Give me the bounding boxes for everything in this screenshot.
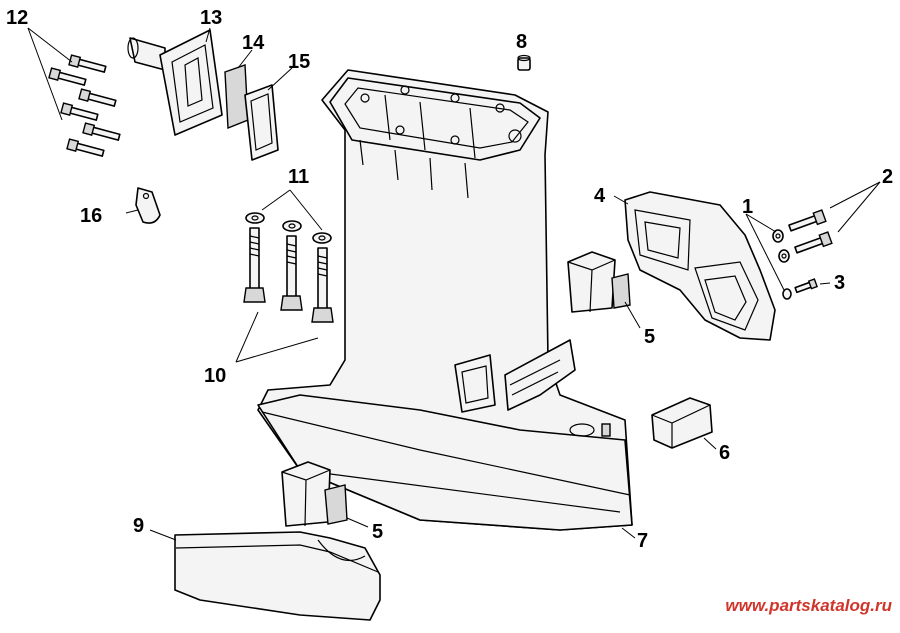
callout-labels: 1 2 3 4 5 5 6 7 8 9 10 11 12 13 14 15 16 [6, 7, 893, 552]
washers-part-1 [772, 229, 790, 263]
callout-5-upper: 5 [644, 326, 655, 348]
bracket-part-4 [624, 191, 776, 341]
screws-part-12 [48, 54, 121, 157]
bolts-part-10 [243, 227, 334, 323]
plug-part-8 [517, 54, 531, 71]
callout-2: 2 [882, 166, 893, 188]
bolts-part-2 [788, 209, 833, 254]
callout-9: 9 [133, 515, 144, 537]
callout-14: 14 [242, 32, 265, 54]
callout-12: 12 [6, 7, 28, 29]
exhaust-housing-part-7 [257, 69, 633, 531]
mount-part-5-upper [567, 251, 631, 313]
callout-13: 13 [200, 7, 222, 29]
cover-part-9 [174, 531, 381, 621]
callout-16: 16 [80, 205, 102, 227]
callout-6: 6 [719, 442, 730, 464]
callout-4: 4 [594, 185, 606, 207]
callout-1: 1 [742, 196, 753, 218]
callout-8: 8 [516, 31, 527, 53]
callout-3: 3 [834, 272, 845, 294]
callout-7: 7 [637, 530, 648, 552]
leader-lines [27, 27, 881, 541]
mount-part-5-lower [281, 461, 348, 527]
watermark-text: www.partskatalog.ru [725, 596, 892, 615]
washers-part-11 [245, 212, 332, 244]
screw-part-3 [782, 278, 818, 300]
clip-part-16 [135, 187, 161, 224]
block-part-6 [651, 397, 713, 449]
callout-11: 11 [288, 166, 309, 188]
callout-10: 10 [204, 365, 226, 387]
cover-plate-part-15 [244, 84, 279, 161]
water-pickup-assembly [454, 339, 576, 413]
callout-5-lower: 5 [372, 521, 383, 543]
water-tube-housing-part-13 [127, 29, 223, 136]
callout-15: 15 [288, 51, 310, 73]
